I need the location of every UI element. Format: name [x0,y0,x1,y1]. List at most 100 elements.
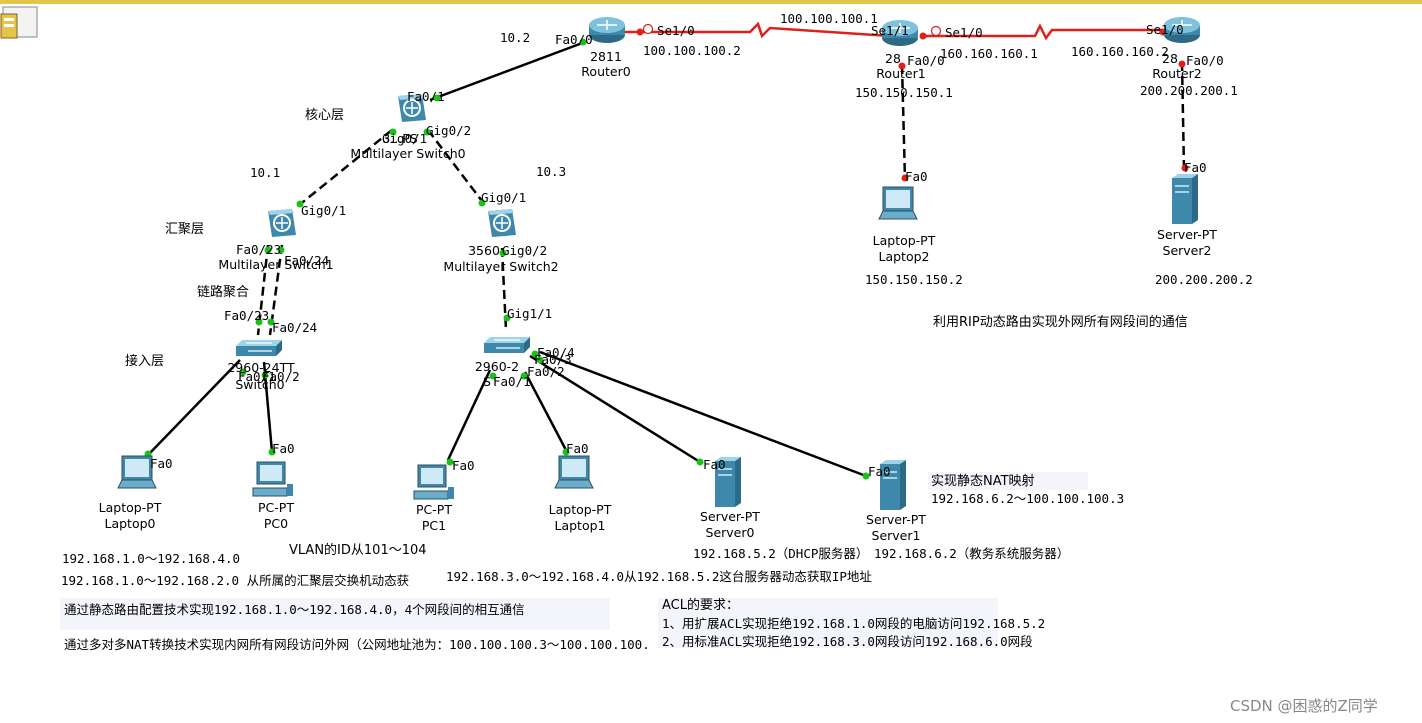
link-router0-mls0 [429,40,586,102]
laptop1-model: Laptop-PT [548,502,612,517]
port-label: Fa0 [868,464,891,479]
note-nat-title: 实现静态NAT映射 [931,474,1035,489]
pc1-icon[interactable] [412,463,456,505]
note-nat-mapping: 192.168.6.2～100.100.100.3 [931,491,1125,506]
port-label: Fa0/2 [262,369,300,384]
note-background [928,472,1088,490]
note-acl-1: 1、用扩展ACL实现拒绝192.168.1.0网段的电脑访问192.168.5.… [662,616,1046,631]
note-background [658,598,998,648]
layer-label-aggregation: 链路聚合 [197,285,250,300]
port-label: Fa0 [703,457,726,472]
note-acl-2: 2、用标准ACL实现拒绝192.168.3.0网段访问192.168.6.0网段 [662,634,1033,649]
mls0-model: 3...PS [382,131,418,146]
router0-icon[interactable] [587,15,627,45]
note-dhcp-a: 192.168.1.0～192.168.2.0 从所属的汇聚层交换机动态获 [61,573,410,588]
port-label: Fa0 [272,441,295,456]
server0-model: Server-PT [700,509,760,524]
port-label: Fa0/0 [555,32,593,47]
port-label: Gig0/1 [481,190,527,205]
server0-icon[interactable] [709,455,745,509]
switch0-icon[interactable] [234,336,284,360]
switch0-model: 2960-24TT [227,360,295,375]
address-label: 160.160.160.2 [1071,44,1169,59]
server2-model: Server-PT [1157,227,1217,242]
server1-icon[interactable] [874,458,910,512]
watermark: CSDN @困惑的Z同学 [1230,697,1378,715]
address-label: 200.200.200.1 [1140,83,1238,98]
server1-name: Server1 [871,528,921,543]
address-label: 100.100.100.1 [780,11,878,26]
note-dhcp-b: 192.168.3.0～192.168.4.0从192.168.5.2这台服务器… [446,569,872,584]
laptop1-icon[interactable] [552,452,598,498]
switch1-name: S [483,374,491,389]
switch1-model: 2960-2 [474,359,520,374]
link-sw1-pc1 [446,369,492,461]
link-router0-router1-serial [612,21,891,39]
laptop0-model: Laptop-PT [98,500,162,515]
port-label: Gig0/2 [426,123,472,138]
port-label: Fa0 [566,441,589,456]
address-label: 150.150.150.2 [865,272,963,287]
port-label: Se1/0 [1146,22,1184,37]
note-server1: 192.168.6.2（教务系统服务器） [874,546,1070,561]
note-server0: 192.168.5.2（DHCP服务器） [693,546,869,561]
mls1-icon[interactable] [264,205,300,241]
port-label: Fa0/23 [236,242,282,257]
laptop0-icon[interactable] [115,452,161,498]
router1-icon[interactable] [880,18,920,48]
router1-model: 28 [885,51,901,66]
port-label: Fa0/4 [537,345,575,360]
switch0-name: Switch0 [235,377,285,392]
address-label: 10.1 [250,165,281,180]
address-label: 160.160.160.1 [940,46,1038,61]
port-label: Se1/1 [871,23,909,38]
address-label: 100.100.100.2 [643,43,741,58]
link-sw1-server0 [529,354,701,464]
server2-name: Server2 [1162,243,1212,258]
pc0-icon[interactable] [251,460,295,502]
port-label: Fa0/24 [284,253,330,268]
router1-name: Router1 [876,66,926,81]
link-mls0-mls1 [297,129,393,207]
port-label: Fa0/1 [493,374,531,389]
note-nat-pool: 通过多对多NAT转换技术实现内网所有网段访问外网（公网地址池为：100.100.… [64,637,650,652]
mls2-icon[interactable] [484,205,520,241]
link-sw0-laptop0 [147,359,241,456]
port-label: Gig0/2 [502,243,548,258]
layer-label-distribution: 汇聚层 [165,222,205,237]
mls0-icon[interactable] [394,90,430,126]
router2-name: Router2 [1152,66,1202,81]
port-label: Fa0/3 [534,352,572,367]
port-label: Fa0/1 [238,369,276,384]
link-router1-laptop2 [900,64,907,181]
note-vlan: VLAN的ID从101～104 [289,543,427,558]
mls2-name: Multilayer Switch2 [443,259,559,274]
port-label: Fa0 [1184,160,1207,175]
port-label: Gig0/1 [382,131,428,146]
pc0-model: PC-PT [258,500,294,515]
link-sw1-server1 [539,350,867,478]
clock-icon [642,23,654,35]
port-label: Fa0 [150,456,173,471]
laptop2-icon[interactable] [876,183,922,229]
layer-label-core: 核心层 [305,108,345,123]
link-router2-server2 [1180,61,1186,171]
laptop2-name: Laptop2 [878,249,930,264]
port-label: Se1/0 [657,23,695,38]
port-label: Se1/0 [945,25,983,40]
note-background [60,598,610,630]
link-router1-router2-serial [920,23,1162,41]
server2-icon[interactable] [1166,172,1202,226]
note-static-route: 通过静态路由配置技术实现192.168.1.0～192.168.4.0，4个网段… [64,602,525,617]
port-label: Fa0/0 [1186,53,1224,68]
port-label: Fa0 [452,458,475,473]
router2-icon[interactable] [1162,15,1202,45]
workspace-icon[interactable] [0,4,40,46]
router0-model: 2811 [590,49,622,64]
address-label: 10.2 [500,30,531,45]
switch1-icon[interactable] [482,333,532,357]
server0-name: Server0 [705,525,755,540]
router0-name: Router0 [581,64,631,79]
